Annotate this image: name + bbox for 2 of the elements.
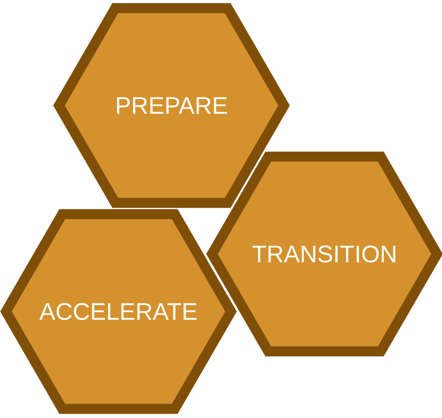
hexagon: TRANSITION xyxy=(206,152,442,356)
node-label: TRANSITION xyxy=(252,246,396,262)
